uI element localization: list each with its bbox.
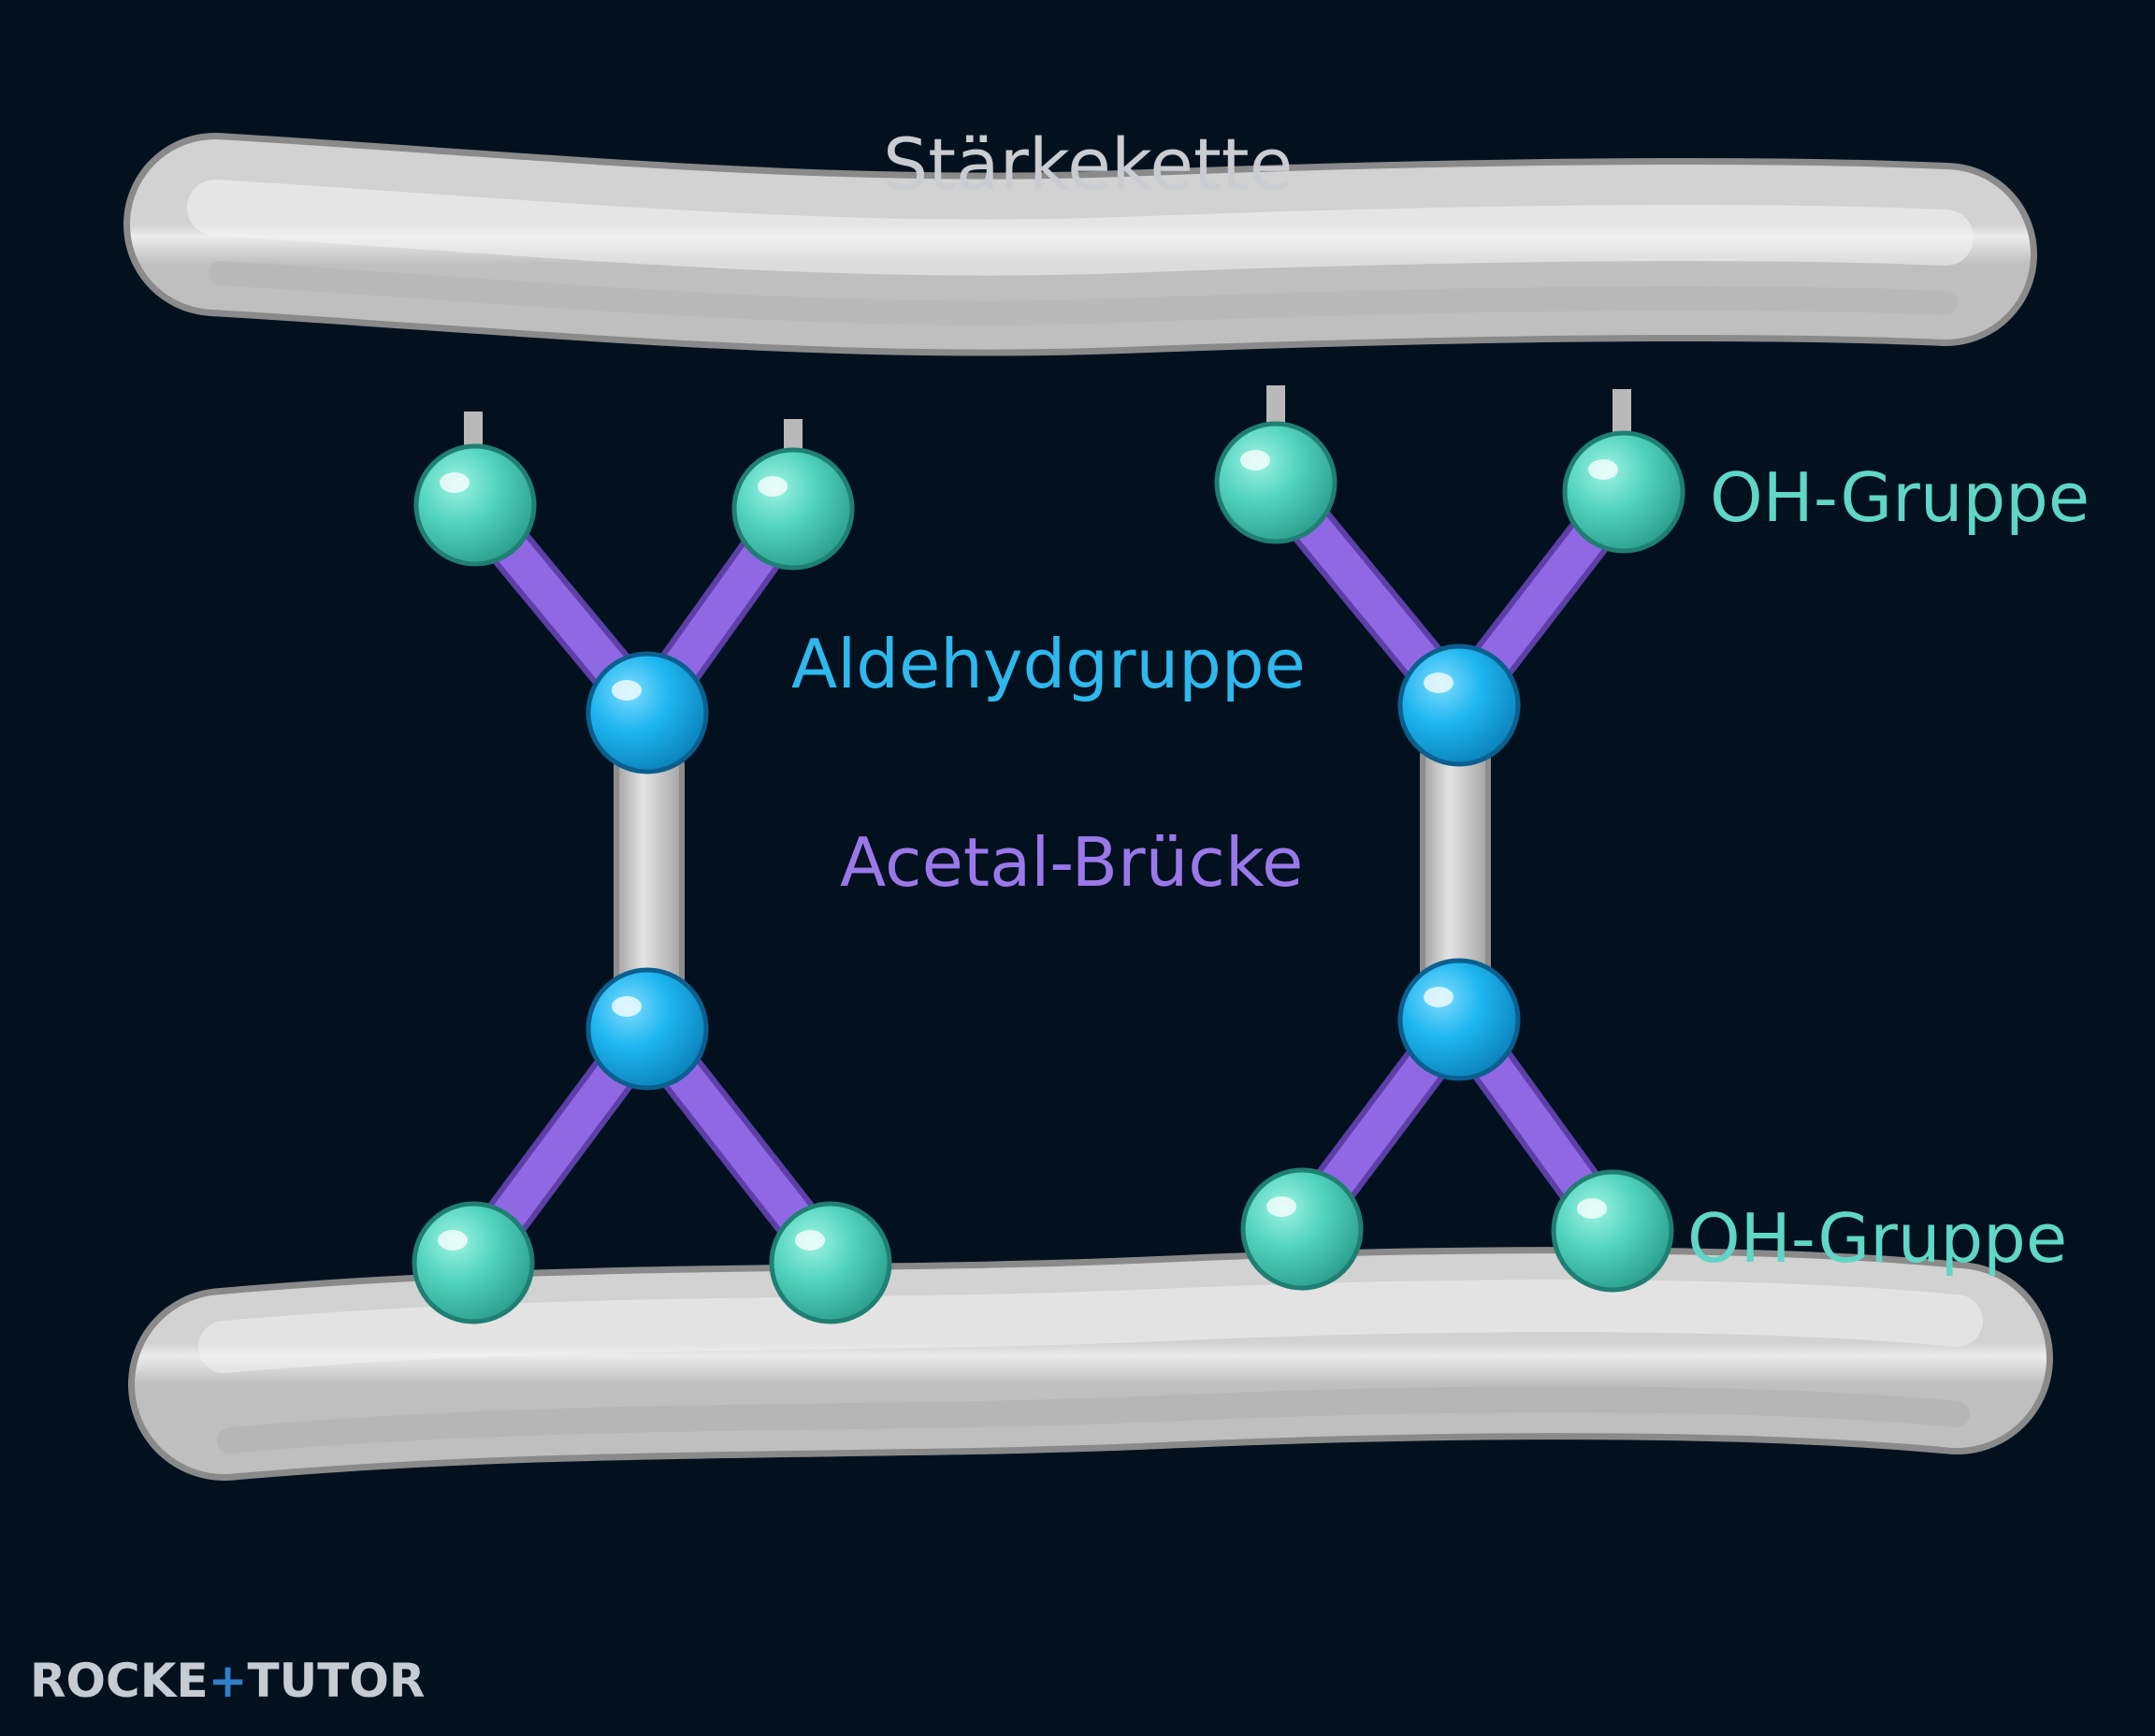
oh-atom [1562, 430, 1685, 554]
aldehyde-group-label: Aldehydgruppe [791, 625, 1306, 703]
aldehyde-atom [1397, 958, 1521, 1081]
oh-atom [769, 1201, 892, 1324]
oh-group-label-bottom: OH-Gruppe [1687, 1199, 2068, 1278]
connector-top-4 [1613, 389, 1631, 441]
starch-chain-top [123, 133, 2037, 356]
logo-text-2: TUTOR [247, 1654, 426, 1708]
logo-text-1: ROCKE [30, 1654, 209, 1708]
atom-highlights [438, 450, 1618, 1251]
aldehyde-atom [586, 651, 709, 774]
logo-plus: + [208, 1654, 248, 1708]
oh-atom [1214, 421, 1338, 544]
aldehyde-atom [1397, 644, 1521, 767]
oh-atom [1551, 1169, 1674, 1293]
acetal-bridge-label: Acetal-Brücke [840, 823, 1304, 902]
vertical-rods [614, 739, 1491, 1029]
oh-atom [731, 447, 855, 571]
oh-atom [413, 443, 537, 567]
oh-atom [412, 1201, 535, 1324]
starch-chain-bottom [128, 1247, 2053, 1481]
starch-chain-label: Stärkekette [883, 123, 1294, 206]
rocketutor-logo: ROCKE+TUTOR [30, 1657, 425, 1704]
aldehyde-atom [586, 967, 709, 1091]
oh-group-label-top: OH-Gruppe [1710, 458, 2090, 537]
oh-atom [1240, 1167, 1364, 1291]
